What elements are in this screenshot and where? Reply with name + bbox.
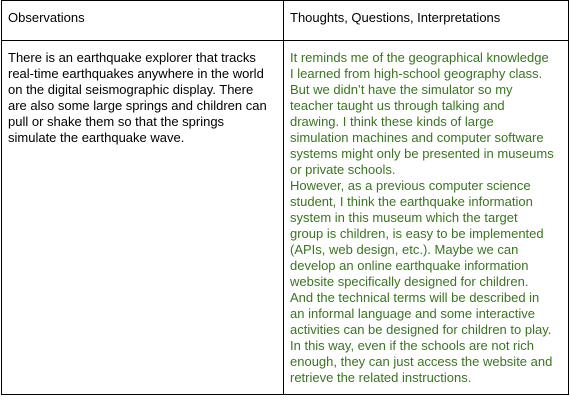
content-row: There is an earthquake explorer that tra… bbox=[1, 40, 569, 395]
observations-cell: There is an earthquake explorer that tra… bbox=[1, 40, 284, 395]
header-row: Observations Thoughts, Questions, Interp… bbox=[1, 0, 569, 41]
thoughts-text: It reminds me of the geographical knowle… bbox=[290, 50, 554, 385]
observations-header: Observations bbox=[8, 10, 85, 25]
thoughts-header-cell: Thoughts, Questions, Interpretations bbox=[283, 0, 569, 41]
observations-header-cell: Observations bbox=[1, 0, 284, 41]
observations-text: There is an earthquake explorer that tra… bbox=[8, 50, 267, 145]
thoughts-header: Thoughts, Questions, Interpretations bbox=[290, 10, 501, 25]
thoughts-cell: It reminds me of the geographical knowle… bbox=[283, 40, 569, 395]
